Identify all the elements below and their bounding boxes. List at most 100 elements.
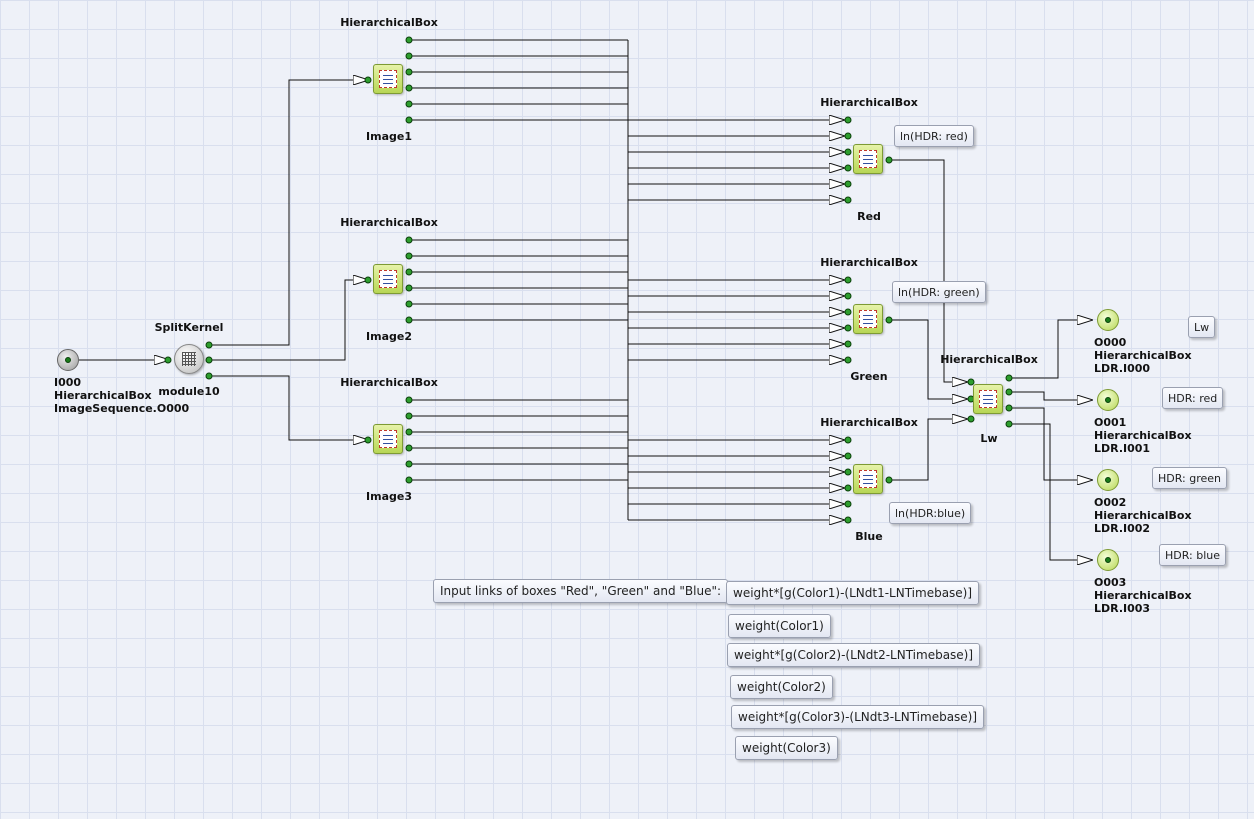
red-type-label: HierarchicalBox — [820, 96, 918, 109]
colour-box-input-port[interactable] — [844, 324, 852, 332]
image-output-port[interactable] — [405, 252, 413, 260]
output-terminal-icon[interactable] — [1097, 309, 1119, 331]
colour-box-input-port[interactable] — [844, 164, 852, 172]
note-ln-hdr-red[interactable]: ln(HDR: red) — [894, 125, 974, 147]
image-input-port[interactable] — [364, 276, 372, 284]
input-terminal-source: ImageSequence.O000 — [54, 402, 190, 415]
blue-box[interactable] — [853, 464, 883, 494]
split-input-port[interactable] — [164, 356, 172, 364]
lw-output-port[interactable] — [1005, 420, 1013, 428]
colour-box-input-port[interactable] — [844, 292, 852, 300]
lw-input-port[interactable] — [967, 378, 975, 386]
image3-type-label: HierarchicalBox — [340, 376, 438, 389]
output-terminal-icon[interactable] — [1097, 549, 1119, 571]
split-kernel-icon[interactable] — [174, 344, 204, 374]
image-output-port[interactable] — [405, 396, 413, 404]
image-input-port[interactable] — [364, 76, 372, 84]
colour-box-input-port[interactable] — [844, 132, 852, 140]
colour-box-input-port[interactable] — [844, 516, 852, 524]
note-formula-2[interactable]: weight(Color1) — [728, 614, 831, 638]
note-formula-6[interactable]: weight(Color3) — [735, 736, 838, 760]
ports — [164, 36, 1013, 524]
note-input-links[interactable]: Input links of boxes "Red", "Green" and … — [433, 579, 729, 603]
image-output-port[interactable] — [405, 84, 413, 92]
note-formula-3[interactable]: weight*[g(Color2)-(LNdt2-LNTimebase)] — [727, 643, 981, 667]
red-box[interactable] — [853, 144, 883, 174]
colour-box-input-port[interactable] — [844, 436, 852, 444]
green-output-port[interactable] — [885, 316, 893, 324]
colour-box-input-port[interactable] — [844, 356, 852, 364]
colour-box-input-port[interactable] — [844, 276, 852, 284]
image-output-port[interactable] — [405, 100, 413, 108]
lw-output-port[interactable] — [1005, 404, 1013, 412]
image-output-port[interactable] — [405, 36, 413, 44]
note-ln-hdr-green[interactable]: ln(HDR: green) — [892, 281, 986, 303]
blue-output-port[interactable] — [885, 476, 893, 484]
hierarchical-box-icon — [979, 390, 997, 408]
image2-type-label: HierarchicalBox — [340, 216, 438, 229]
wire-blue-to-lw — [892, 419, 968, 481]
lw-output-port[interactable] — [1005, 388, 1013, 396]
note-hdr-blue[interactable]: HDR: blue — [1159, 544, 1227, 566]
image1-box[interactable] — [373, 64, 403, 94]
colour-box-input-port[interactable] — [844, 484, 852, 492]
output-target: LDR.I001 — [1094, 442, 1151, 455]
image2-box[interactable] — [373, 264, 403, 294]
colour-box-input-port[interactable] — [844, 468, 852, 476]
colour-box-input-port[interactable] — [844, 500, 852, 508]
colour-box-input-port[interactable] — [844, 340, 852, 348]
output-terminal-3-label: O003 HierarchicalBox LDR.I003 — [1094, 576, 1192, 615]
note-formula-5[interactable]: weight*[g(Color3)-(LNdt3-LNTimebase)] — [731, 705, 985, 729]
split-kernel-type-label: SplitKernel — [154, 321, 224, 334]
image-output-port[interactable] — [405, 444, 413, 452]
note-hdr-green[interactable]: HDR: green — [1152, 467, 1228, 489]
note-formula-1[interactable]: weight*[g(Color1)-(LNdt1-LNTimebase)] — [726, 581, 980, 605]
image-output-port[interactable] — [405, 460, 413, 468]
image-input-port[interactable] — [364, 436, 372, 444]
lw-input-port[interactable] — [967, 415, 975, 423]
note-ln-hdr-blue[interactable]: ln(HDR:blue) — [889, 502, 972, 524]
split-output-port[interactable] — [205, 356, 213, 364]
split-output-port[interactable] — [205, 341, 213, 349]
input-terminal-type: HierarchicalBox — [54, 389, 152, 402]
colour-box-input-port[interactable] — [844, 452, 852, 460]
output-target: LDR.I002 — [1094, 522, 1151, 535]
note-lw[interactable]: Lw — [1188, 316, 1216, 338]
red-output-port[interactable] — [885, 156, 893, 164]
lw-box[interactable] — [973, 384, 1003, 414]
note-formula-4[interactable]: weight(Color2) — [730, 675, 833, 699]
image-output-port[interactable] — [405, 116, 413, 124]
colour-box-input-port[interactable] — [844, 180, 852, 188]
image-output-port[interactable] — [405, 300, 413, 308]
output-terminal-icon[interactable] — [1097, 389, 1119, 411]
image3-box[interactable] — [373, 424, 403, 454]
input-terminal-icon[interactable] — [57, 349, 79, 371]
note-hdr-red[interactable]: HDR: red — [1162, 387, 1224, 409]
colour-box-input-port[interactable] — [844, 116, 852, 124]
split-output-port[interactable] — [205, 372, 213, 380]
output-id: O002 — [1094, 496, 1127, 509]
image-output-port[interactable] — [405, 268, 413, 276]
image-output-port[interactable] — [405, 68, 413, 76]
image-output-port[interactable] — [405, 236, 413, 244]
hierarchical-box-icon — [859, 150, 877, 168]
image-output-port[interactable] — [405, 412, 413, 420]
colour-box-input-port[interactable] — [844, 196, 852, 204]
wire-green-to-lw — [892, 319, 968, 399]
green-box[interactable] — [853, 304, 883, 334]
image-output-port[interactable] — [405, 52, 413, 60]
image-output-port[interactable] — [405, 284, 413, 292]
image-output-port[interactable] — [405, 476, 413, 484]
image2-name: Image2 — [366, 330, 412, 343]
output-terminal-1-label: O001 HierarchicalBox LDR.I001 — [1094, 416, 1192, 455]
lw-output-port[interactable] — [1005, 374, 1013, 382]
colour-box-input-port[interactable] — [844, 148, 852, 156]
hierarchical-box-icon — [859, 310, 877, 328]
colour-box-input-port[interactable] — [844, 308, 852, 316]
output-terminal-icon[interactable] — [1097, 469, 1119, 491]
wire-split-to-image1 — [212, 80, 369, 346]
image-output-port[interactable] — [405, 428, 413, 436]
wire-split-to-image3 — [212, 375, 369, 440]
image-output-port[interactable] — [405, 316, 413, 324]
green-type-label: HierarchicalBox — [820, 256, 918, 269]
